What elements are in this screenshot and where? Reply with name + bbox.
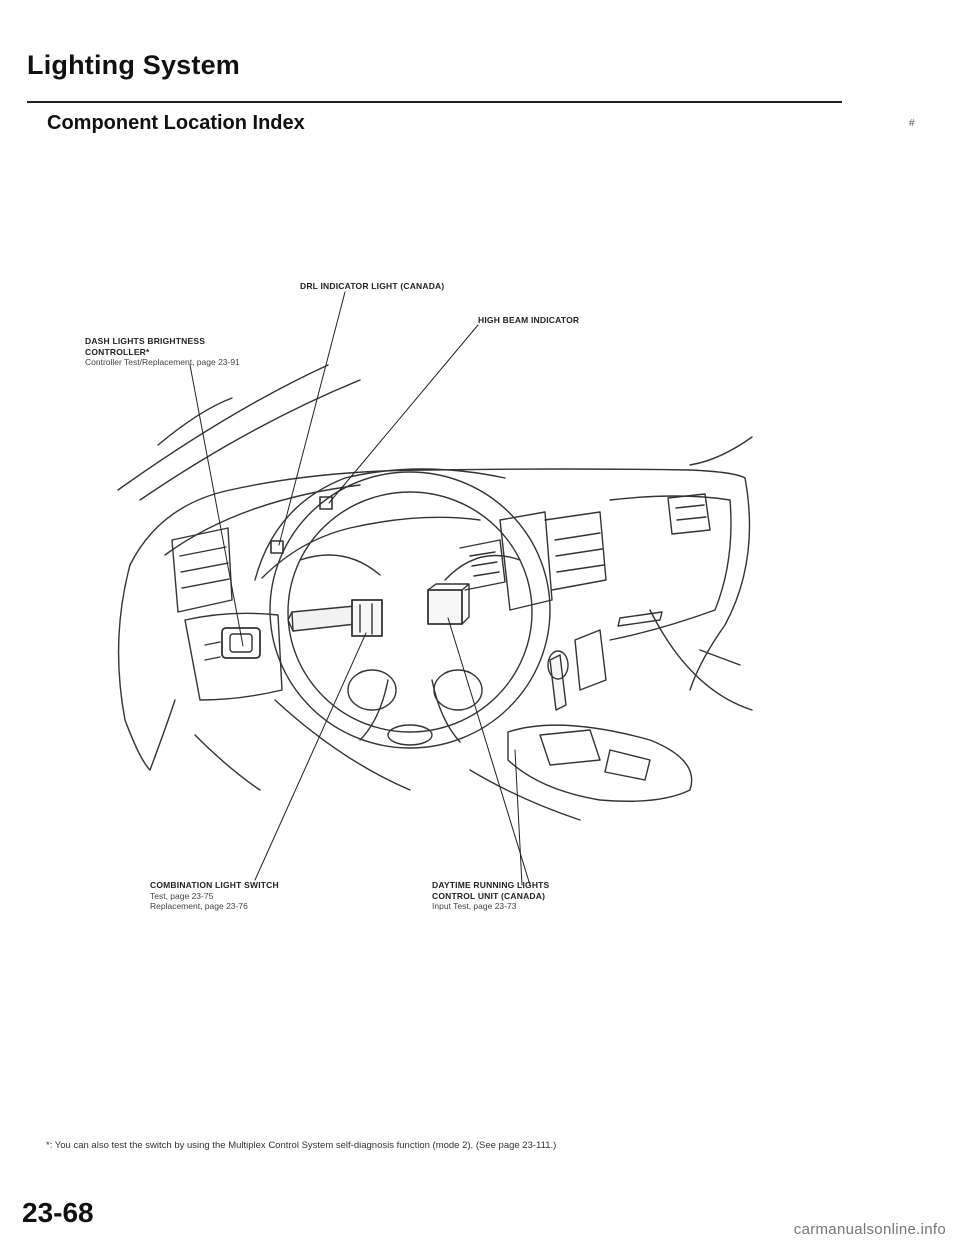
center-vents — [544, 511, 607, 591]
windshield-edge-inner — [139, 379, 361, 501]
drl-control-unit — [427, 589, 463, 625]
dash-left-edge — [117, 564, 151, 771]
combination-switch-body — [351, 599, 383, 637]
dash-top — [129, 468, 746, 566]
a-pillar-left — [157, 397, 233, 446]
callout-drl-control-unit-ref: Input Test, page 23-73 — [432, 901, 517, 911]
page-mark: # — [909, 118, 915, 129]
callout-drl-indicator-title: DRL INDICATOR LIGHT (Canada) — [300, 281, 445, 291]
left-vent — [171, 527, 233, 613]
steering-wheel-inner — [287, 491, 533, 733]
header-rule — [27, 101, 842, 103]
dash-right-edge — [689, 477, 751, 691]
leader-drl-indicator — [278, 291, 346, 546]
leader-dash-controller — [189, 364, 244, 647]
callout-drl-control-unit-title-2: CONTROL UNIT (Canada) — [432, 890, 546, 901]
callout-high-beam: HIGH BEAM INDICATOR — [478, 315, 579, 326]
leader-high-beam — [328, 324, 479, 504]
lower-left-panel — [184, 612, 283, 701]
leader-lines — [189, 291, 531, 886]
center-console — [507, 724, 693, 802]
callout-drl-indicator: DRL INDICATOR LIGHT (Canada) — [300, 281, 444, 292]
callout-dash-controller-title-2: CONTROLLER* — [85, 346, 150, 357]
callout-drl-control-unit: DAYTIME RUNNING LIGHTS CONTROL UNIT (Can… — [432, 880, 549, 912]
callout-dash-controller-ref: Controller Test/Replacement, page 23-91 — [85, 357, 240, 367]
windshield-edge — [117, 364, 329, 491]
drl-indicator-light — [270, 540, 284, 554]
steering-wheel-outer — [269, 471, 551, 749]
dash-controller-knob — [221, 627, 261, 659]
leader-drl-unit — [447, 617, 531, 886]
door-line — [149, 699, 176, 771]
callout-combination-switch: COMBINATION LIGHT SWITCH Test, page 23-7… — [150, 880, 279, 912]
a-pillar-right — [689, 436, 753, 466]
combination-switch-stalk — [291, 605, 357, 632]
right-vent — [667, 493, 711, 535]
right-dash-panel — [609, 495, 732, 641]
shift-lever — [549, 654, 567, 711]
callout-drl-control-unit-title-1: DAYTIME RUNNING LIGHTS — [432, 880, 550, 890]
callout-combination-switch-ref-2: Replacement, page 23-76 — [150, 901, 248, 911]
leader-combination-switch — [254, 632, 367, 881]
watermark: carmanualsonline.info — [793, 1221, 946, 1238]
glovebox-handle — [617, 611, 663, 627]
callout-combination-switch-title: COMBINATION LIGHT SWITCH — [150, 880, 279, 890]
high-beam-indicator — [319, 496, 333, 510]
callout-high-beam-title: HIGH BEAM INDICATOR — [478, 315, 580, 325]
page-header: Lighting System — [27, 50, 241, 80]
center-stack — [499, 511, 553, 611]
callout-combination-switch-ref-1: Test, page 23-75 — [150, 890, 214, 901]
dash-top-lip — [164, 484, 361, 556]
page-number: 23-68 — [22, 1197, 94, 1228]
callout-dash-controller: DASH LIGHTS BRIGHTNESS CONTROLLER* Contr… — [85, 336, 240, 368]
section-title: Component Location Index — [47, 112, 305, 134]
footnote: *: You can also test the switch by using… — [46, 1140, 557, 1151]
callout-dash-controller-title-1: DASH LIGHTS BRIGHTNESS — [85, 336, 206, 346]
cluster-hood — [254, 468, 506, 581]
